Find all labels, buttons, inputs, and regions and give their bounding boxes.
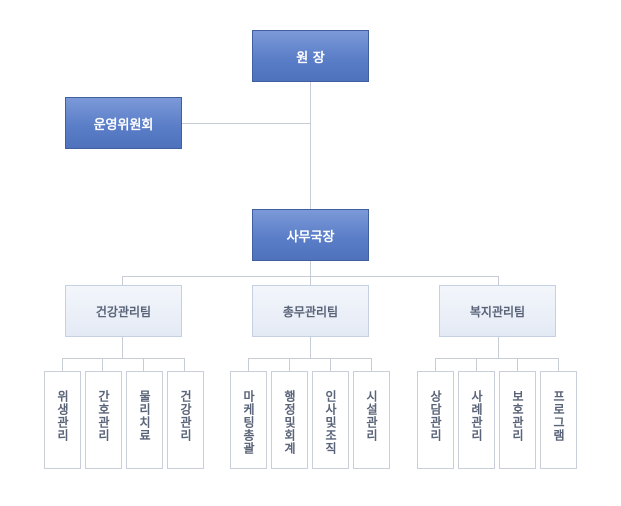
unit-box[interactable]: 사례관리 — [458, 371, 495, 469]
unit-box[interactable]: 건강관리 — [167, 371, 204, 469]
unit-label: 행정및회계 — [282, 390, 297, 455]
director-box[interactable]: 원 장 — [252, 30, 369, 82]
unit-label: 위생관리 — [55, 390, 70, 442]
unit-label: 보호관리 — [510, 390, 525, 442]
unit-box[interactable]: 프로그램 — [540, 371, 577, 469]
committee-box[interactable]: 운영위원회 — [65, 97, 182, 149]
unit-box[interactable]: 물리치료 — [126, 371, 163, 469]
unit-box[interactable]: 인사및조직 — [312, 371, 349, 469]
unit-box[interactable]: 상담관리 — [417, 371, 454, 469]
unit-label: 건강관리 — [178, 390, 193, 442]
secretary-general-label: 사무국장 — [286, 229, 335, 245]
unit-label: 시설관리 — [364, 390, 379, 442]
unit-box[interactable]: 시설관리 — [353, 371, 390, 469]
unit-label: 물리치료 — [137, 390, 152, 442]
secretary-general-box[interactable]: 사무국장 — [252, 209, 369, 261]
team-health-box[interactable]: 건강관리팀 — [65, 285, 182, 337]
team-welfare-label: 복지관리팀 — [469, 304, 526, 319]
unit-label: 인사및조직 — [323, 390, 338, 455]
unit-label: 사례관리 — [469, 390, 484, 442]
unit-label: 상담관리 — [428, 390, 443, 442]
committee-label: 운영위원회 — [93, 117, 154, 133]
director-label: 원 장 — [296, 50, 325, 66]
team-health-label: 건강관리팀 — [95, 304, 152, 319]
unit-box[interactable]: 보호관리 — [499, 371, 536, 469]
team-general-affairs-label: 총무관리팀 — [282, 304, 339, 319]
unit-label: 마케팅총괄 — [241, 390, 256, 455]
unit-label: 프로그램 — [551, 390, 566, 442]
unit-box[interactable]: 마케팅총괄 — [230, 371, 267, 469]
unit-box[interactable]: 간호관리 — [85, 371, 122, 469]
unit-label: 간호관리 — [96, 390, 111, 442]
unit-box[interactable]: 위생관리 — [44, 371, 81, 469]
unit-box[interactable]: 행정및회계 — [271, 371, 308, 469]
team-welfare-box[interactable]: 복지관리팀 — [439, 285, 556, 337]
team-general-affairs-box[interactable]: 총무관리팀 — [252, 285, 369, 337]
